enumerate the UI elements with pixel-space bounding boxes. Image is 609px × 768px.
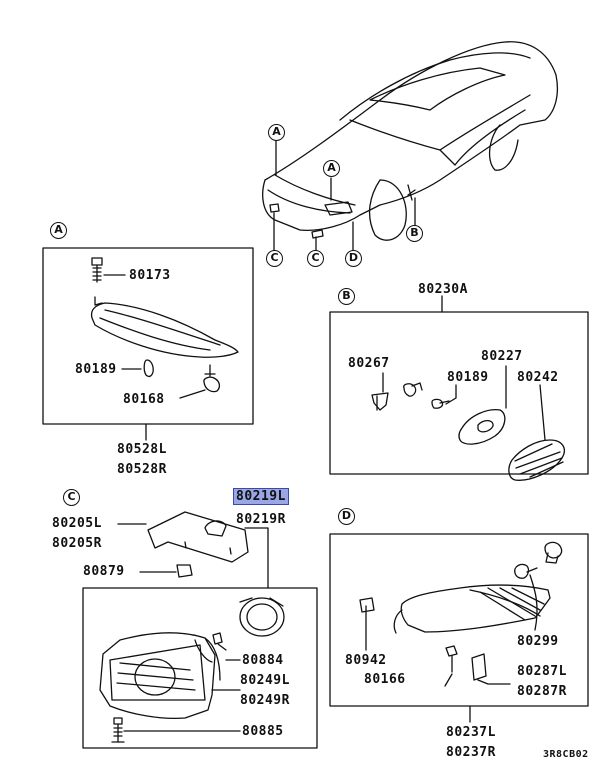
part-80219l-label-highlighted[interactable]: 80219L xyxy=(233,488,289,505)
callout-c-car-1: C xyxy=(266,250,283,267)
part-80205r-label[interactable]: 80205R xyxy=(52,536,102,551)
part-80219r-label[interactable]: 80219R xyxy=(236,512,286,527)
section-c-marker: C xyxy=(63,489,80,506)
car-illustration xyxy=(262,41,559,241)
part-80242-label[interactable]: 80242 xyxy=(517,370,559,385)
section-d-frame xyxy=(329,533,589,707)
section-c-frame xyxy=(82,587,318,749)
part-80942-label[interactable]: 80942 xyxy=(345,653,387,668)
part-80189-b-label[interactable]: 80189 xyxy=(447,370,489,385)
callout-b-car: B xyxy=(406,225,423,242)
part-80237l-label[interactable]: 80237L xyxy=(446,725,496,740)
part-80287l-label[interactable]: 80287L xyxy=(517,664,567,679)
part-80166-label[interactable]: 80166 xyxy=(364,672,406,687)
section-b-marker: B xyxy=(338,288,355,305)
callout-a-car-2: A xyxy=(323,160,340,177)
part-80884-label[interactable]: 80884 xyxy=(242,653,284,668)
part-80249l-label[interactable]: 80249L xyxy=(240,673,290,688)
part-80299-label[interactable]: 80299 xyxy=(517,634,559,649)
part-80173-label[interactable]: 80173 xyxy=(129,268,171,283)
section-d-marker: D xyxy=(338,508,355,525)
diagram-code: 3R8CB02 xyxy=(543,749,589,760)
part-80528r-label[interactable]: 80528R xyxy=(117,462,167,477)
part-80267-label[interactable]: 80267 xyxy=(348,356,390,371)
section-b-frame xyxy=(329,311,589,475)
part-80879-label[interactable]: 80879 xyxy=(83,564,125,579)
part-80249r-label[interactable]: 80249R xyxy=(240,693,290,708)
callout-d-car: D xyxy=(345,250,362,267)
callout-a-car-1: A xyxy=(268,124,285,141)
part-80237r-label[interactable]: 80237R xyxy=(446,745,496,760)
part-80885-label[interactable]: 80885 xyxy=(242,724,284,739)
part-80230a-label[interactable]: 80230A xyxy=(418,282,468,297)
part-80189-a-label[interactable]: 80189 xyxy=(75,362,117,377)
part-80205l-label[interactable]: 80205L xyxy=(52,516,102,531)
part-80227-label[interactable]: 80227 xyxy=(481,349,523,364)
part-80287r-label[interactable]: 80287R xyxy=(517,684,567,699)
section-a-frame xyxy=(42,247,254,425)
part-80168-label[interactable]: 80168 xyxy=(123,392,165,407)
section-a-marker: A xyxy=(50,222,67,239)
part-80528l-label[interactable]: 80528L xyxy=(117,442,167,457)
callout-c-car-2: C xyxy=(307,250,324,267)
